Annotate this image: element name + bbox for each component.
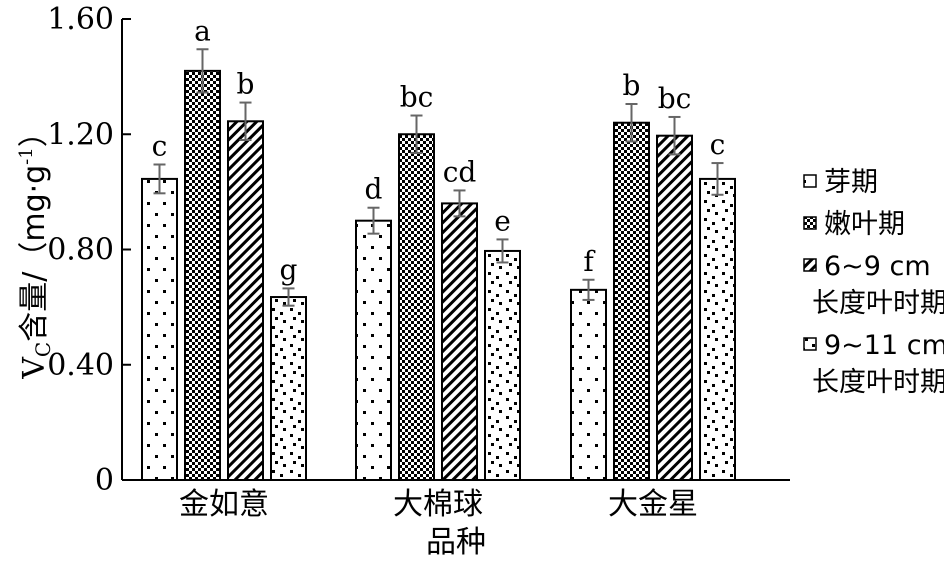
significance-label: a bbox=[194, 14, 211, 47]
x-tick-label: 大棉球 bbox=[393, 487, 483, 522]
bar bbox=[613, 121, 650, 481]
bar bbox=[656, 134, 693, 482]
legend-label: 长度叶时期 bbox=[812, 288, 944, 319]
legend-swatch bbox=[803, 337, 817, 351]
legend-swatch bbox=[803, 258, 817, 272]
y-tick-label: 1.20 bbox=[47, 117, 114, 152]
legend-swatch bbox=[803, 216, 817, 230]
significance-label: c bbox=[152, 130, 168, 163]
legend-label: 嫩叶期 bbox=[824, 209, 905, 240]
bar bbox=[184, 69, 221, 482]
significance-label: c bbox=[710, 128, 726, 161]
y-tick-label: 0.80 bbox=[47, 233, 114, 268]
bar bbox=[141, 177, 178, 482]
legend-label: 9~11 cm bbox=[824, 330, 944, 361]
y-axis-title: VC含量/（mg·g-1） bbox=[16, 117, 55, 379]
legend-label: 长度叶时期 bbox=[812, 367, 944, 398]
x-tick-label: 金如意 bbox=[179, 487, 269, 522]
y-tick-label: 0 bbox=[95, 463, 114, 498]
significance-label: b bbox=[237, 68, 255, 101]
significance-label: b bbox=[623, 69, 641, 102]
significance-label: f bbox=[583, 245, 596, 278]
y-tick-label: 1.60 bbox=[47, 2, 114, 37]
bar bbox=[355, 219, 392, 481]
bar bbox=[398, 133, 435, 481]
y-tick-label: 0.40 bbox=[47, 348, 114, 383]
x-tick-label: 大金星 bbox=[608, 487, 698, 522]
bar bbox=[441, 202, 478, 481]
x-axis-title: 品种 bbox=[426, 525, 486, 560]
bar bbox=[227, 120, 264, 482]
bar bbox=[270, 296, 307, 481]
significance-label: cd bbox=[443, 155, 477, 188]
legend-label: 6~9 cm bbox=[824, 251, 931, 282]
significance-label: bc bbox=[400, 81, 434, 114]
significance-label: bc bbox=[658, 82, 692, 115]
bar bbox=[484, 249, 521, 481]
significance-label: g bbox=[280, 253, 298, 286]
significance-label: d bbox=[365, 173, 383, 206]
significance-label: e bbox=[494, 204, 511, 237]
legend-swatch bbox=[803, 174, 817, 188]
bar bbox=[699, 177, 736, 482]
legend-label: 芽期 bbox=[824, 167, 878, 198]
bar bbox=[570, 288, 607, 481]
